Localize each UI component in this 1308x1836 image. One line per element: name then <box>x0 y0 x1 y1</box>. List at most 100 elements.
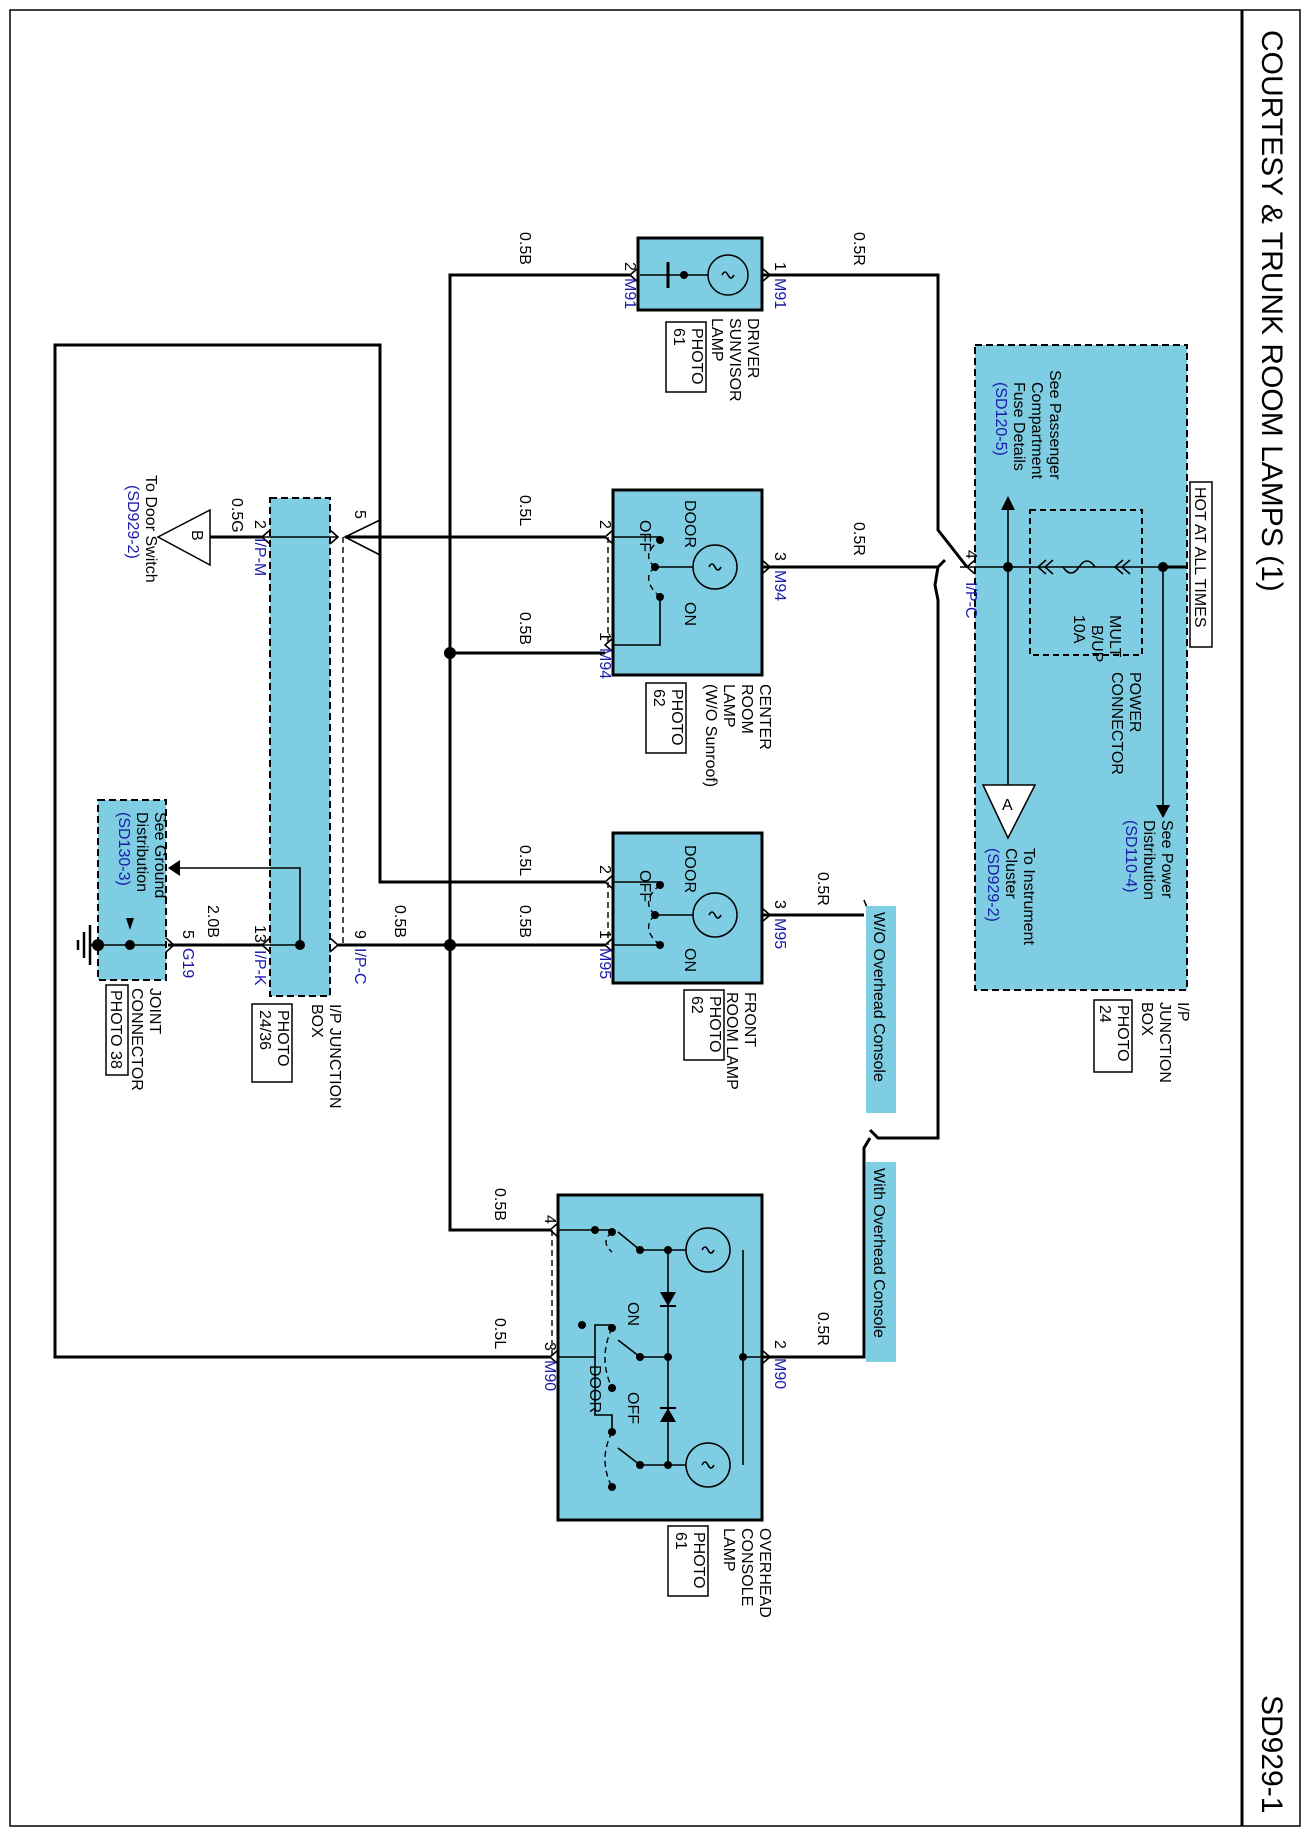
center-pin-1: 1 <box>596 632 613 641</box>
ip-c-pin4: 4 <box>962 550 979 559</box>
see-passenger-3: Fuse Details <box>1010 382 1027 471</box>
wire-l-2: 0.5L <box>516 845 533 876</box>
wire-b-2: 0.5B <box>516 612 533 645</box>
overhead-photo-1: PHOTO <box>690 1532 707 1589</box>
fuse-label-1: MULT <box>1106 615 1123 658</box>
center-on-line <box>613 597 661 646</box>
overhead-pin-4: 4 <box>541 1215 558 1224</box>
driver-photo-1: PHOTO <box>688 328 705 385</box>
passenger-arrow <box>1001 496 1015 510</box>
page-title: COURTESY & TRUNK ROOM LAMPS (1) <box>1255 30 1288 592</box>
wire-door-loop <box>53 343 605 1359</box>
front-connector-a: M95 <box>771 918 788 949</box>
hot-label-frame <box>1189 481 1213 648</box>
center-room-lamp <box>611 488 764 677</box>
wire-g: 0.5G <box>228 498 245 533</box>
wire-ground-bus <box>448 273 630 1232</box>
ground-junction <box>444 939 456 951</box>
ip-junction2-photo-1: PHOTO <box>274 1010 291 1067</box>
driver-sunvisor-lamp <box>636 236 764 312</box>
wire-b-1: 0.5B <box>516 232 533 265</box>
cluster-triangle-icon <box>981 784 1037 840</box>
ip-m-pin: 2 <box>251 520 268 529</box>
ip-c-connector-2: I/P-C <box>351 948 368 984</box>
center-label-3: LAMP <box>720 684 737 728</box>
center-connector-b: M94 <box>596 648 613 679</box>
ip-junction2-label-1: I/P JUNCTION <box>326 1004 343 1109</box>
power-connector-label-1: POWER <box>1126 672 1143 732</box>
page-id: SD929-1 <box>1255 1695 1288 1813</box>
overhead-label-1: OVERHEAD <box>756 1528 773 1618</box>
g19-pin: 5 <box>179 930 196 939</box>
hot-at-all-times-label: HOT AT ALL TIMES <box>1191 487 1208 628</box>
ip-junction-photo <box>1093 999 1133 1073</box>
door-switch-ref: (SD929-2) <box>124 485 141 559</box>
joint-label-1: JOINT <box>146 988 163 1034</box>
overhead-connector-b: M90 <box>541 1360 558 1391</box>
center-photo <box>645 682 687 754</box>
overhead-line-3b <box>594 1357 613 1432</box>
center-on-label: ON <box>681 602 698 626</box>
front-room-lamp <box>611 831 764 985</box>
overhead-pin-2: 2 <box>771 1340 788 1349</box>
ip-k-inner <box>178 867 301 945</box>
fuse-label-3: 10A <box>1070 615 1087 644</box>
wire-r-3: 0.5R <box>814 872 831 906</box>
switch-dot <box>636 1246 644 1254</box>
front-pin-3: 3 <box>771 900 788 909</box>
option-wo-label: W/O Overhead Console <box>870 912 887 1082</box>
wire-r-2: 0.5R <box>850 522 867 556</box>
ip-k-connector: I/P-K <box>251 950 268 986</box>
connector-chevron-icon <box>1036 559 1054 575</box>
power-connector-label-2: CONNECTOR <box>1108 672 1125 775</box>
g19-arrow <box>126 918 134 930</box>
ip-pin5-chevron <box>343 519 381 556</box>
diode-icon <box>660 1292 676 1306</box>
option-wo-tag <box>866 906 896 1113</box>
ip-k-junction <box>295 940 305 950</box>
overhead-on-label: ON <box>624 1302 641 1326</box>
switch-arm-icon <box>647 539 661 598</box>
overhead-line-4 <box>558 1229 613 1232</box>
overhead-pin-3: 3 <box>541 1342 558 1351</box>
center-photo-2: 62 <box>650 689 667 707</box>
g19-connector: G19 <box>179 948 196 978</box>
joint-label-2: CONNECTOR <box>128 988 145 1091</box>
see-power-2: Distribution <box>1140 820 1157 900</box>
joint-connector <box>97 799 167 981</box>
junction-dot <box>739 1353 747 1361</box>
see-ground-1: See Ground <box>151 812 168 898</box>
option-with-label: With Overhead Console <box>870 1168 887 1338</box>
g19-junction <box>125 940 135 950</box>
page-frame <box>9 9 1301 1827</box>
switch-dot <box>608 1483 616 1491</box>
overhead-line-3a <box>558 1324 613 1358</box>
overhead-connector-a: M90 <box>771 1358 788 1389</box>
junction-dot <box>578 1321 586 1329</box>
overhead-label-3: LAMP <box>720 1528 737 1572</box>
ip-junction2-photo <box>251 1003 293 1083</box>
front-off-label: OFF <box>636 870 653 902</box>
wire-r-4: 0.5R <box>814 1312 831 1346</box>
diode-icon <box>660 1408 676 1422</box>
wire-2b-label: 2.0B <box>204 905 221 938</box>
front-door-line <box>613 881 661 885</box>
fuse-icon <box>1062 560 1096 574</box>
overhead-door-label: DOOR <box>586 1365 603 1413</box>
switch-dot <box>636 1461 644 1469</box>
front-photo-1: PHOTO <box>706 996 723 1053</box>
wire-overhead-r <box>762 1137 872 1359</box>
center-photo-1: PHOTO <box>668 689 685 746</box>
center-label-2: ROOM <box>738 684 755 734</box>
ip-junction-box <box>974 344 1188 991</box>
wire-r-1: 0.5R <box>850 232 867 266</box>
option-with-tag <box>866 1162 896 1362</box>
see-power-ref: (SD110-4) <box>1122 820 1139 893</box>
cluster-letter: A <box>1002 797 1013 814</box>
center-door-line <box>613 536 661 540</box>
filament-icon <box>708 911 722 919</box>
driver-photo <box>665 321 707 393</box>
wire-driver-feed <box>762 273 969 568</box>
power-connector-box <box>1029 509 1143 656</box>
driver-connector-b: M91 <box>621 278 638 309</box>
